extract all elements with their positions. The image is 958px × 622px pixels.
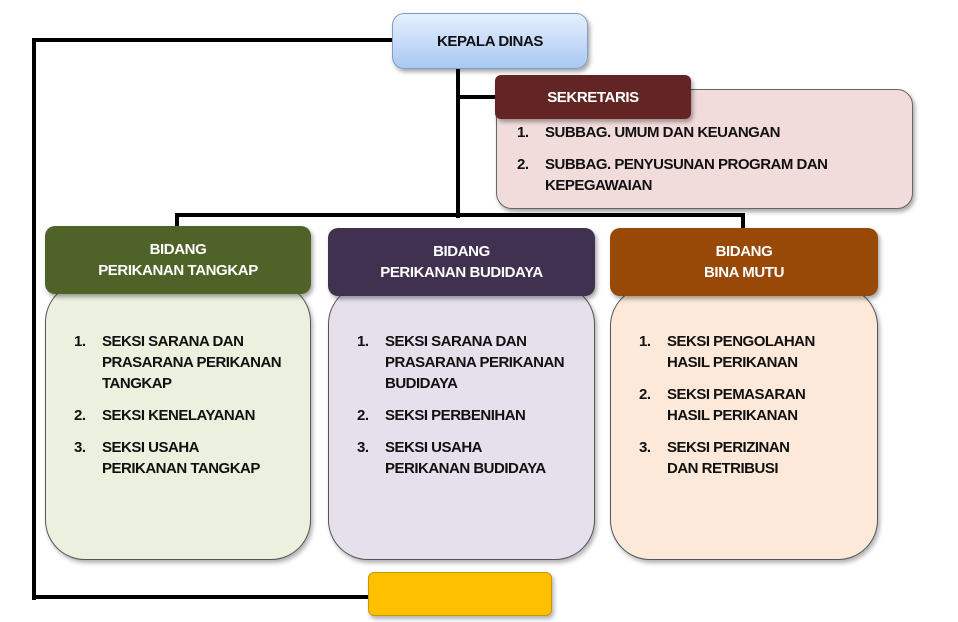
item-label: SUBBAG. PENYUSUNAN PROGRAM DAN KEPEGAWAI… [545,156,828,194]
connector-line [175,213,745,217]
division-list: 1. SEKSI SARANA DAN PRASARANA PERIKANAN T… [74,331,298,479]
connector-line [32,595,368,599]
item-number: 2. [517,156,529,173]
item-number: 3. [639,439,651,456]
list-item: 1. SUBBAG. UMUM DAN KEUANGAN [517,122,902,143]
list-item: 1. SEKSI SARANA DAN PRASARANA PERIKANAN T… [74,331,298,394]
item-label: SEKSI PEMASARAN HASIL PERIKANAN [667,386,806,424]
item-number: 1. [517,124,529,141]
item-label: SEKSI PENGOLAHAN HASIL PERIKANAN [667,333,815,371]
item-label: SEKSI USAHA PERIKANAN TANGKAP [102,439,260,477]
head-box: KEPALA DINAS [392,13,588,69]
division-header: BIDANG PERIKANAN BUDIDAYA [328,228,595,296]
secretary-list: 1. SUBBAG. UMUM DAN KEUANGAN 2. SUBBAG. PE… [517,122,902,196]
head-title: KEPALA DINAS [436,32,544,50]
secretary-header: SEKRETARIS [495,75,691,119]
item-number: 2. [357,407,369,424]
connector-line [456,95,496,99]
division-header: BIDANG BINA MUTU [610,228,878,296]
division-body: 1. SEKSI SARANA DAN PRASARANA PERIKANAN B… [328,284,595,560]
division-header: BIDANG PERIKANAN TANGKAP [45,226,311,294]
connector-line [32,38,36,600]
connector-line [741,213,745,229]
list-item: 2. SEKSI KENELAYANAN [74,405,298,426]
secretary-body: 1. SUBBAG. UMUM DAN KEUANGAN 2. SUBBAG. PE… [496,89,913,209]
division-list: 1. SEKSI SARANA DAN PRASARANA PERIKANAN B… [357,331,582,479]
division-title-line2: PERIKANAN TANGKAP [98,262,258,279]
list-item: 1. SEKSI SARANA DAN PRASARANA PERIKANAN B… [357,331,582,394]
secretary-title: SEKRETARIS [547,88,639,106]
item-label: SEKSI KENELAYANAN [102,407,255,424]
division-title-line1: BIDANG [433,243,490,260]
division-body: 1. SEKSI SARANA DAN PRASARANA PERIKANAN T… [45,282,311,560]
division-title-line2: BINA MUTU [704,264,784,281]
list-item: 2. SEKSI PEMASARAN HASIL PERIKANAN [639,384,865,426]
division-title-line2: PERIKANAN BUDIDAYA [380,264,543,281]
item-label: SEKSI PERIZINAN DAN RETRIBUSI [667,439,790,477]
list-item: 2. SEKSI PERBENIHAN [357,405,582,426]
item-number: 1. [357,333,369,350]
division-title-line1: BIDANG [715,243,773,260]
item-number: 1. [74,333,86,350]
list-item: 3. SEKSI PERIZINAN DAN RETRIBUSI [639,437,865,479]
item-number: 2. [639,386,651,403]
item-label: SEKSI USAHA PERIKANAN BUDIDAYA [385,439,546,477]
division-title-line1: BIDANG [149,241,207,258]
division-body: 1. SEKSI PENGOLAHAN HASIL PERIKANAN 2. SEKS… [610,286,878,560]
list-item: 2. SUBBAG. PENYUSUNAN PROGRAM DAN KEPEGAW… [517,154,902,196]
item-number: 3. [74,439,86,456]
item-number: 1. [639,333,651,350]
list-item: 3. SEKSI USAHA PERIKANAN BUDIDAYA [357,437,582,479]
connector-line [34,38,392,42]
connector-line [175,213,179,229]
item-label: SUBBAG. UMUM DAN KEUANGAN [545,124,781,141]
empty-unit-box [368,572,552,616]
division-list: 1. SEKSI PENGOLAHAN HASIL PERIKANAN 2. SEKS… [639,331,865,479]
list-item: 1. SEKSI PENGOLAHAN HASIL PERIKANAN [639,331,865,373]
item-label: SEKSI SARANA DAN PRASARANA PERIKANAN BUD… [385,333,565,392]
item-number: 2. [74,407,86,424]
item-label: SEKSI SARANA DAN PRASARANA PERIKANAN TAN… [102,333,282,392]
item-label: SEKSI PERBENIHAN [385,407,526,424]
connector-line [456,68,460,218]
list-item: 3. SEKSI USAHA PERIKANAN TANGKAP [74,437,298,479]
item-number: 3. [357,439,369,456]
